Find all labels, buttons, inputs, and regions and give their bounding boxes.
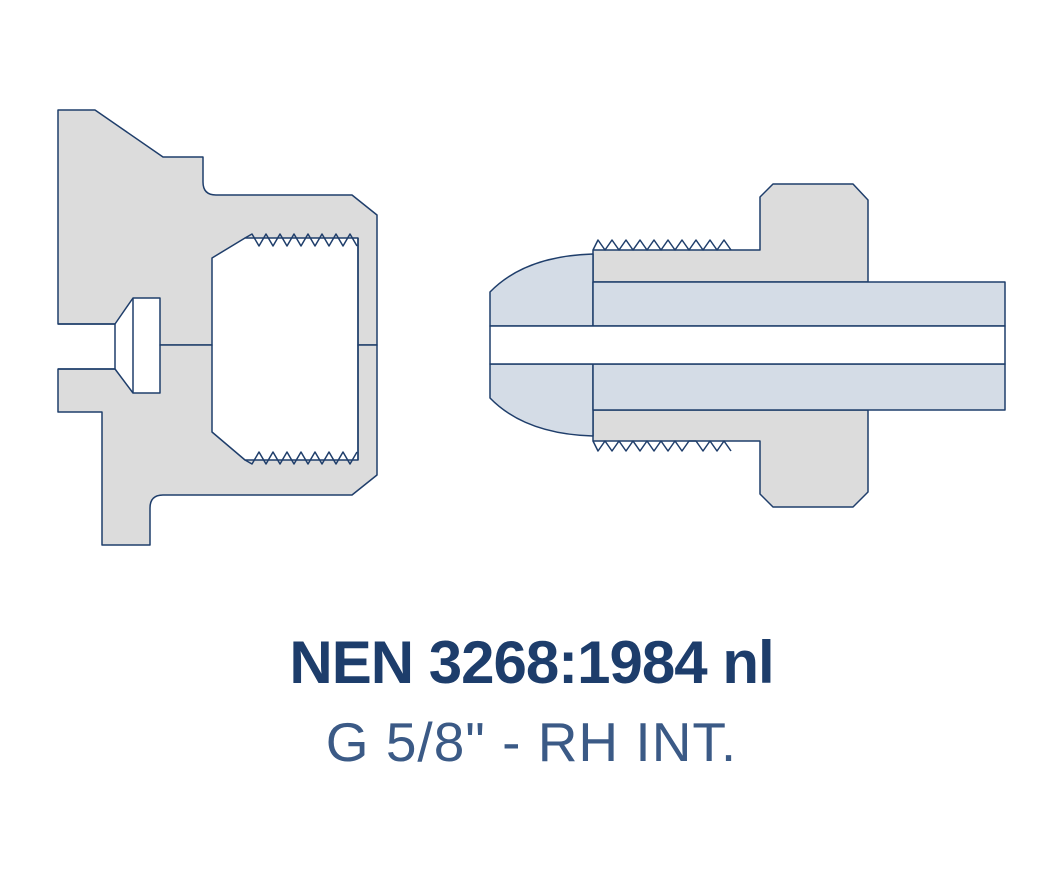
tube-wall-upper [592,281,1006,327]
tube-wall-lower [592,363,1006,411]
female-body-upper-half [57,109,378,346]
tube-nose-lower [489,363,594,437]
male-upper-thread [592,239,732,251]
male-lower-thread [592,440,732,452]
tube-bore [489,325,1006,365]
male-connector [489,183,1006,508]
tube-nose-upper [489,253,594,327]
female-upper-thread [244,233,358,247]
thread-spec: G 5/8" - RH INT. [325,711,738,773]
male-nut-lower-half [592,409,869,508]
female-lower-thread [244,451,358,465]
female-port-body [57,109,378,546]
standard-title: NEN 3268:1984 nl [289,629,774,696]
female-body-lower-half [57,344,378,546]
